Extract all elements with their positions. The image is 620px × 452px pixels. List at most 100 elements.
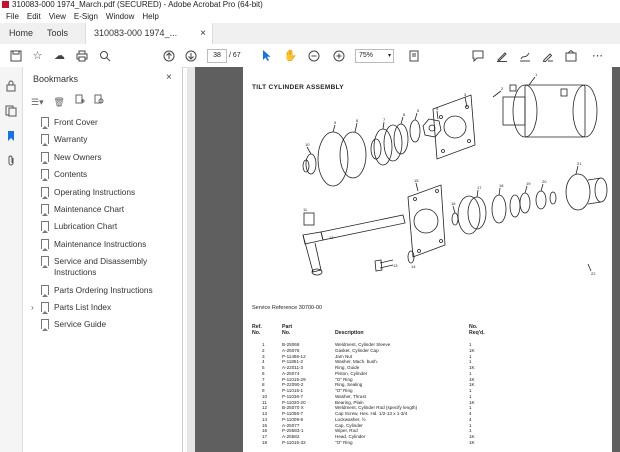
bookmark-star-icon[interactable]: ☆ bbox=[32, 50, 43, 62]
zoom-select[interactable]: 75% ▾ bbox=[355, 49, 394, 63]
part-number-cell: A-25582 bbox=[282, 434, 300, 439]
bookmarks-panel-icon[interactable] bbox=[4, 129, 18, 143]
description-cell: "O" Ring bbox=[335, 439, 353, 445]
hand-tool-icon[interactable]: ✋ bbox=[283, 50, 298, 62]
bookmark-item[interactable]: Operating Instructions bbox=[23, 186, 182, 199]
description-cell: Washer, Thrust bbox=[335, 393, 366, 399]
required-qty-cell: 1K bbox=[469, 365, 475, 370]
col-header-ref: Ref. No. bbox=[252, 324, 262, 336]
svg-text:5: 5 bbox=[417, 108, 420, 113]
menu-edit[interactable]: Edit bbox=[26, 12, 41, 21]
attachments-icon[interactable] bbox=[4, 154, 18, 168]
bookmark-icon bbox=[41, 203, 49, 216]
menu-window[interactable]: Window bbox=[105, 12, 135, 21]
bookmark-item[interactable]: Service Guide bbox=[23, 319, 182, 332]
print-icon[interactable] bbox=[74, 48, 89, 63]
bookmark-item[interactable]: ›Parts List Index bbox=[31, 301, 112, 314]
description-cell: Cap Screw, Hex. Hd. 1/2-13 x 1-3/4 bbox=[335, 411, 408, 416]
acrobat-app-icon bbox=[2, 1, 9, 8]
bookmark-options-icon[interactable]: ☰▾ bbox=[31, 97, 44, 107]
fill-sign-icon[interactable] bbox=[540, 48, 555, 63]
bookmark-item[interactable]: Parts Ordering Instructions bbox=[23, 284, 182, 297]
part-number-cell: B-25070 X bbox=[282, 405, 304, 411]
window-title: 310083-000 1974_March.pdf (SECURED) - Ad… bbox=[12, 0, 263, 9]
select-cursor-icon[interactable] bbox=[259, 48, 274, 63]
required-qty-cell: 1 bbox=[469, 370, 472, 376]
description-cell: Gasket, Cylinder Cap bbox=[335, 347, 379, 353]
bookmark-icon bbox=[41, 221, 49, 234]
save-icon[interactable] bbox=[8, 48, 23, 63]
tab-document[interactable]: 310083-000 1974_... × bbox=[85, 23, 213, 44]
ref-cell: 6 bbox=[262, 370, 265, 376]
tab-bar: Home Tools 310083-000 1974_... × bbox=[0, 23, 620, 45]
part-number-cell: P-11056-7 bbox=[282, 411, 304, 416]
bookmark-item[interactable]: Front Cover bbox=[23, 117, 182, 129]
page-down-icon[interactable] bbox=[183, 48, 198, 63]
description-cell: Washer, Mach. bush. bbox=[335, 359, 378, 365]
draw-icon[interactable] bbox=[517, 48, 532, 63]
new-bookmark-icon[interactable] bbox=[75, 94, 85, 107]
tab-close-icon[interactable]: × bbox=[200, 28, 206, 39]
chevron-right-icon[interactable]: › bbox=[31, 302, 34, 312]
description-cell: "O" Ring bbox=[335, 376, 353, 382]
lock-icon[interactable] bbox=[4, 79, 18, 93]
ref-cell: 8 bbox=[262, 382, 265, 388]
bookmark-icon bbox=[41, 134, 49, 147]
ref-cell: 5 bbox=[262, 365, 265, 370]
bookmark-icon bbox=[41, 117, 49, 129]
share-icon[interactable] bbox=[563, 48, 578, 63]
zoom-in-icon[interactable] bbox=[331, 48, 346, 63]
bookmark-item[interactable]: Maintenance Chart bbox=[23, 203, 182, 216]
description-cell: Weldment, Cylinder Sleeve bbox=[335, 342, 391, 347]
ref-cell: 3 bbox=[262, 353, 265, 359]
ref-cell: 13 bbox=[262, 411, 268, 416]
description-cell: Piston, Cylinder bbox=[335, 370, 368, 376]
part-number-cell: B-25066 bbox=[282, 342, 300, 347]
close-icon[interactable]: × bbox=[166, 72, 172, 83]
document-viewer[interactable]: TILT CYLINDER ASSEMBLY bbox=[195, 67, 620, 452]
comment-icon[interactable] bbox=[470, 48, 485, 63]
find-bookmark-icon[interactable] bbox=[94, 94, 104, 107]
svg-text:20: 20 bbox=[542, 179, 547, 184]
bookmark-item[interactable]: Warranty bbox=[23, 134, 182, 147]
menu-help[interactable]: Help bbox=[142, 12, 159, 21]
highlight-pen-icon[interactable] bbox=[494, 48, 509, 63]
menu-view[interactable]: View bbox=[48, 12, 66, 21]
page-number-input[interactable]: 38 bbox=[207, 49, 227, 63]
page-thumbnails-icon[interactable] bbox=[4, 104, 18, 118]
tab-tools[interactable]: Tools bbox=[47, 28, 69, 38]
description-cell: Bearing, Plain bbox=[335, 399, 364, 405]
part-number-cell: P-25583-1 bbox=[282, 428, 304, 434]
bookmark-item[interactable]: New Owners bbox=[23, 151, 182, 164]
zoom-out-icon[interactable] bbox=[306, 48, 321, 63]
page-up-icon[interactable] bbox=[161, 48, 176, 63]
bookmark-item[interactable]: Maintenance Instructions bbox=[23, 238, 182, 251]
ref-cell: 18 bbox=[262, 439, 268, 445]
search-icon[interactable] bbox=[97, 48, 112, 63]
svg-text:18: 18 bbox=[499, 183, 504, 188]
cloud-upload-icon[interactable]: ☁ bbox=[54, 50, 65, 62]
svg-text:22: 22 bbox=[591, 271, 596, 276]
delete-bookmark-icon[interactable]: 🗑 bbox=[53, 97, 65, 107]
ref-cell: 14 bbox=[262, 416, 268, 422]
bookmark-item[interactable]: Lubrication Chart bbox=[23, 221, 182, 234]
more-options-icon[interactable]: ⋯ bbox=[592, 50, 603, 62]
ref-cell: 17 bbox=[262, 434, 268, 439]
description-cell: Ring, Guide bbox=[335, 365, 360, 370]
panel-splitter[interactable] bbox=[187, 67, 195, 452]
bookmark-list: Front Cover Warranty New Owners Contents… bbox=[23, 117, 182, 337]
title-bar: 310083-000 1974_March.pdf (SECURED) - Ad… bbox=[0, 0, 620, 10]
required-qty-cell: 1K bbox=[469, 434, 475, 439]
menu-file[interactable]: File bbox=[6, 12, 19, 21]
bookmark-item[interactable]: Contents bbox=[23, 169, 182, 182]
description-cell: Lockwasher, ½ bbox=[335, 416, 366, 422]
fit-page-icon[interactable] bbox=[406, 48, 421, 63]
bookmark-item[interactable]: Service and Disassembly Instructions bbox=[23, 256, 149, 278]
zoom-value: 75% bbox=[359, 52, 374, 59]
tab-home[interactable]: Home bbox=[9, 28, 34, 38]
menu-esign[interactable]: E-Sign bbox=[73, 12, 98, 21]
description-cell: Ring, Sealing bbox=[335, 382, 363, 388]
